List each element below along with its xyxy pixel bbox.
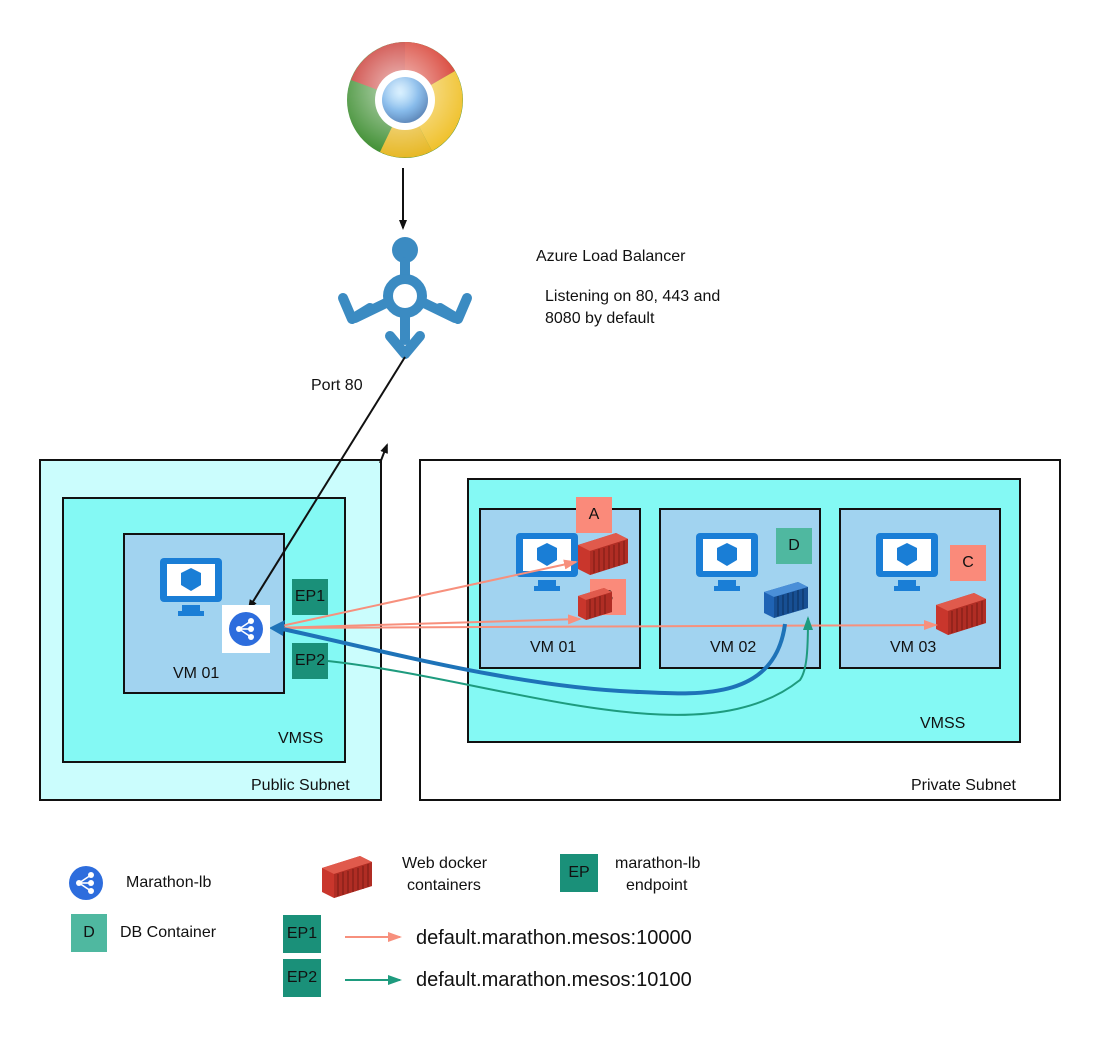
db-tag-d: D: [776, 528, 812, 564]
public-vm-label: VM 01: [173, 665, 220, 682]
port-80-arrow: [247, 356, 406, 610]
ep1-tag: EP1: [292, 579, 328, 615]
legend-ep1-value: default.marathon.mesos:10000: [416, 927, 692, 949]
legend-ep1-tag: EP1: [283, 915, 321, 953]
public-vmss-label: VMSS: [278, 730, 324, 747]
legend-web-line2: containers: [407, 877, 481, 894]
legend-db-container-label: DB Container: [120, 924, 217, 941]
private-vm-01-label: VM 01: [530, 639, 577, 656]
lb-title: Azure Load Balancer: [536, 248, 686, 265]
legend-ep-tag: EP: [560, 854, 598, 892]
legend-marathon-lb-icon: [62, 859, 110, 907]
public-subnet-label: Public Subnet: [251, 777, 350, 794]
web-container-icon-c: [936, 593, 986, 635]
private-subnet-label: Private Subnet: [911, 777, 1016, 794]
legend-db-tag: D: [71, 914, 107, 952]
port-label: Port 80: [311, 377, 363, 394]
db-container-icon: [764, 582, 808, 618]
ep2-tag: EP2: [292, 643, 328, 679]
legend-web-line1: Web docker: [402, 855, 488, 872]
chrome-browser-icon: [347, 42, 463, 158]
web-container-icon-b: [578, 588, 612, 620]
private-vmss-label: VMSS: [920, 715, 966, 732]
azure-load-balancer-icon: [338, 237, 472, 359]
legend-ep2-tag: EP2: [283, 959, 321, 997]
stray-arrow-head: [379, 443, 388, 464]
legend-web-container-icon: [322, 856, 372, 898]
web-container-icon-a: [578, 533, 628, 575]
private-vm-03-label: VM 03: [890, 639, 937, 656]
db-link-arrowhead: [269, 620, 285, 636]
private-vm-02-label: VM 02: [710, 639, 757, 656]
ep2-arrow-to-d: [327, 616, 813, 716]
ep1-arrows: [271, 559, 938, 631]
public-vm-icon: [160, 558, 222, 616]
private-vm-03-icon: [876, 533, 938, 591]
lb-note-line1: Listening on 80, 443 and: [545, 288, 721, 305]
marathon-lb-icon: [222, 605, 270, 653]
private-vm-02-icon: [696, 533, 758, 591]
ep1-arrow-to-c: [271, 620, 938, 631]
container-tag-a: A: [576, 497, 612, 533]
db-to-marathon-lb-link: [277, 623, 787, 696]
private-vm-01-icon: [516, 533, 578, 591]
lb-note-line2: 8080 by default: [545, 310, 655, 327]
legend-ep2-value: default.marathon.mesos:10100: [416, 969, 692, 991]
legend-endpoint-line1: marathon-lb: [615, 855, 701, 872]
legend-marathon-lb-label: Marathon-lb: [126, 874, 212, 891]
ep1-arrow-to-b: [271, 614, 582, 629]
legend-endpoint-line2: endpoint: [626, 877, 688, 894]
ep1-arrow-to-a: [271, 559, 578, 629]
container-tag-c: C: [950, 545, 986, 581]
